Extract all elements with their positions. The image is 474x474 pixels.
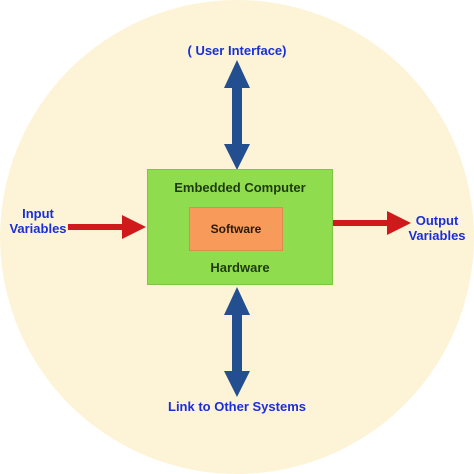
output-variables-label: Output Variables [404,213,470,243]
software-box: Software [189,207,283,251]
input-label-line1: Input [22,206,54,221]
output-label-line1: Output [415,213,459,228]
output-label-line2: Variables [408,228,466,243]
input-variables-label: Input Variables [6,206,70,236]
link-to-other-systems-label: Link to Other Systems [168,399,306,414]
bottom-double-arrow-icon [224,287,250,397]
input-label-line2: Variables [9,221,67,236]
input-arrow-icon [68,215,146,239]
software-label: Software [210,222,262,236]
output-arrow-icon [333,211,411,235]
user-interface-label: ( User Interface) [187,43,287,58]
hardware-box: Embedded Computer Software Hardware [147,169,333,285]
embedded-computer-title: Embedded Computer [174,180,306,195]
top-double-arrow-icon [224,60,250,170]
hardware-label: Hardware [210,260,270,275]
